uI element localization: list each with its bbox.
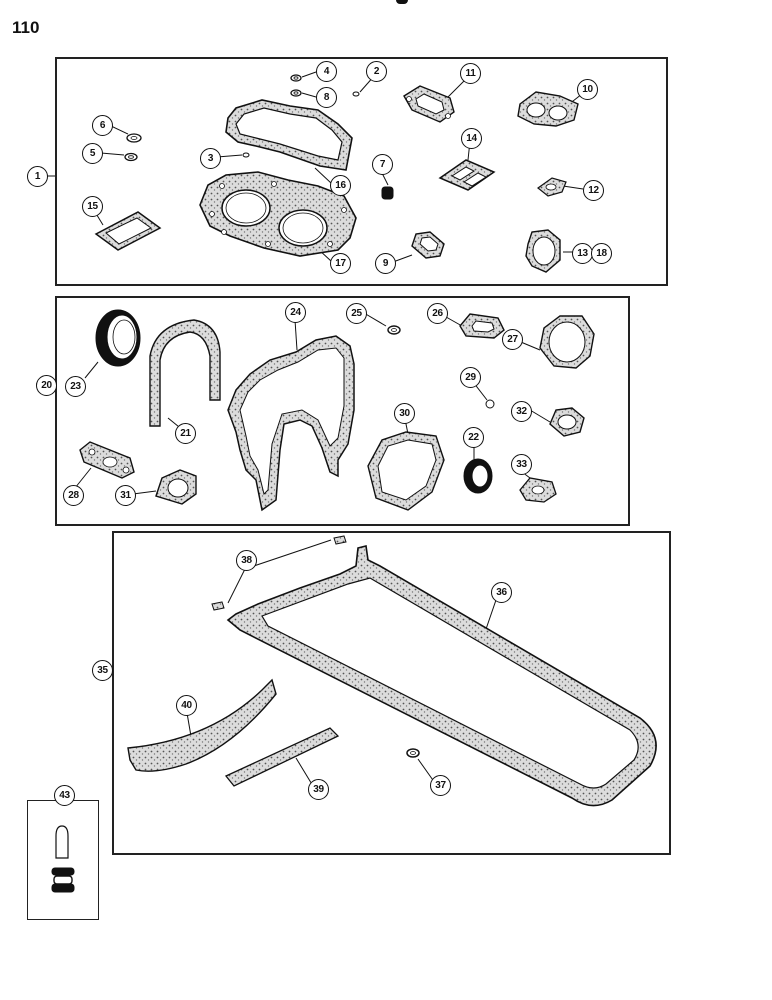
callout-16: 16	[330, 175, 351, 196]
page-number: 110	[12, 18, 40, 37]
callout-7: 7	[372, 154, 393, 175]
callout-32: 32	[511, 401, 532, 422]
callout-39: 39	[308, 779, 329, 800]
leader-lines	[36, 71, 588, 787]
panel-b-parts	[79, 309, 595, 512]
callout-43: 43	[54, 785, 75, 806]
callout-38: 38	[236, 550, 257, 571]
header-fragment	[396, 0, 408, 4]
callout-33: 33	[511, 454, 532, 475]
upper-gasket-set-panel	[55, 57, 668, 286]
callout-10: 10	[577, 79, 598, 100]
callout-6: 6	[92, 115, 113, 136]
callout-31: 31	[115, 485, 136, 506]
callout-1: 1	[27, 166, 48, 187]
callout-21: 21	[175, 423, 196, 444]
callout-22: 22	[463, 427, 484, 448]
callout-37: 37	[430, 775, 451, 796]
callout-40: 40	[176, 695, 197, 716]
callout-27: 27	[502, 329, 523, 350]
callout-5: 5	[82, 143, 103, 164]
callout-8: 8	[316, 87, 337, 108]
callout-36: 36	[491, 582, 512, 603]
callout-9: 9	[375, 253, 396, 274]
callout-35: 35	[92, 660, 113, 681]
kit-43-parts	[51, 825, 75, 893]
callout-14: 14	[461, 128, 482, 149]
callout-30: 30	[394, 403, 415, 424]
callout-11: 11	[460, 63, 481, 84]
callout-3: 3	[200, 148, 221, 169]
callout-15: 15	[82, 196, 103, 217]
callout-26: 26	[427, 303, 448, 324]
callout-4: 4	[316, 61, 337, 82]
callout-12: 12	[583, 180, 604, 201]
callout-18: 18	[591, 243, 612, 264]
callout-29: 29	[460, 367, 481, 388]
callout-25: 25	[346, 303, 367, 324]
callout-23: 23	[65, 376, 86, 397]
panel-a-parts	[94, 74, 579, 273]
callout-17: 17	[330, 253, 351, 274]
callout-28: 28	[63, 485, 84, 506]
panel-c-parts	[127, 535, 657, 807]
callout-20: 20	[36, 375, 57, 396]
callout-2: 2	[366, 61, 387, 82]
callout-13: 13	[572, 243, 593, 264]
callout-24: 24	[285, 302, 306, 323]
